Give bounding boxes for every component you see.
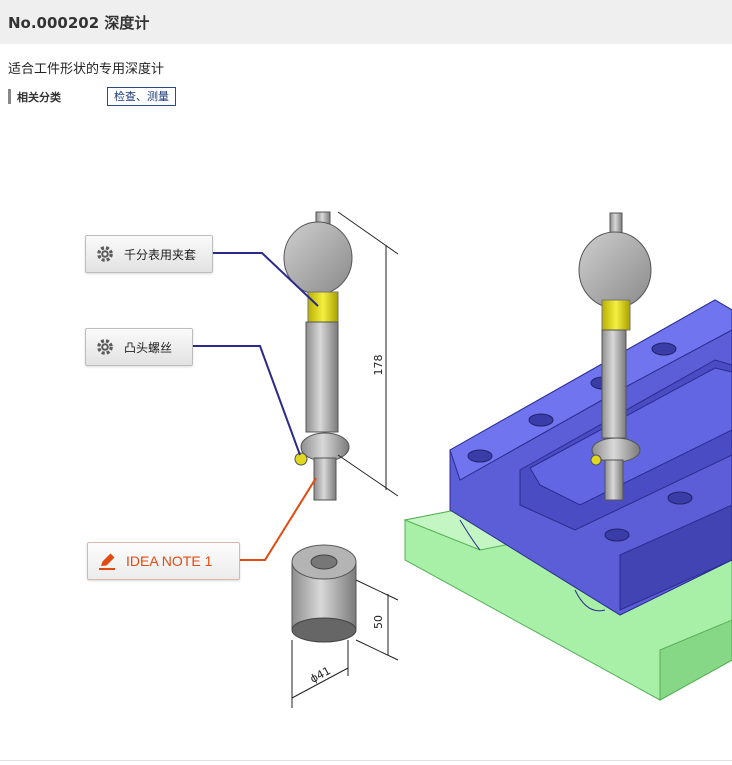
callout-label: 千分表用夹套: [124, 247, 197, 262]
gear-icon: [94, 243, 116, 265]
footer-divider: [0, 760, 732, 761]
callout-dial-gauge-sleeve[interactable]: 千分表用夹套: [85, 235, 213, 273]
callout-label: 凸头螺丝: [124, 340, 173, 355]
callout-idea-note[interactable]: IDEA NOTE 1: [87, 542, 240, 580]
cylinder-block: [291, 544, 357, 643]
callout-label: IDEA NOTE 1: [126, 553, 213, 569]
category-label: 相关分类: [17, 91, 61, 104]
page-header: No.000202 深度计: [0, 0, 732, 44]
exploded-depth-gauge: [283, 211, 353, 501]
callout-convex-screw[interactable]: 凸头螺丝: [85, 328, 193, 366]
dimension-block-height-label: 50: [372, 615, 385, 629]
category-marker: [8, 89, 11, 104]
leader-line-idea: [240, 477, 317, 561]
blue-fixture: [449, 299, 732, 616]
dimension-height-label: 178: [372, 355, 385, 376]
gear-icon: [94, 336, 116, 358]
dimension-lines: [291, 211, 399, 708]
installed-depth-gauge: [578, 212, 652, 501]
page-description: 适合工件形状的专用深度计: [8, 62, 165, 77]
category-link-inspection[interactable]: 检查、测量: [107, 87, 176, 106]
leader-line-screw: [192, 345, 301, 456]
page-title: No.000202 深度计: [8, 14, 150, 32]
depth-gauge-illustration: 178 50 ϕ41: [192, 211, 732, 708]
pencil-icon: [96, 550, 118, 572]
leader-line-sleeve: [212, 252, 319, 307]
